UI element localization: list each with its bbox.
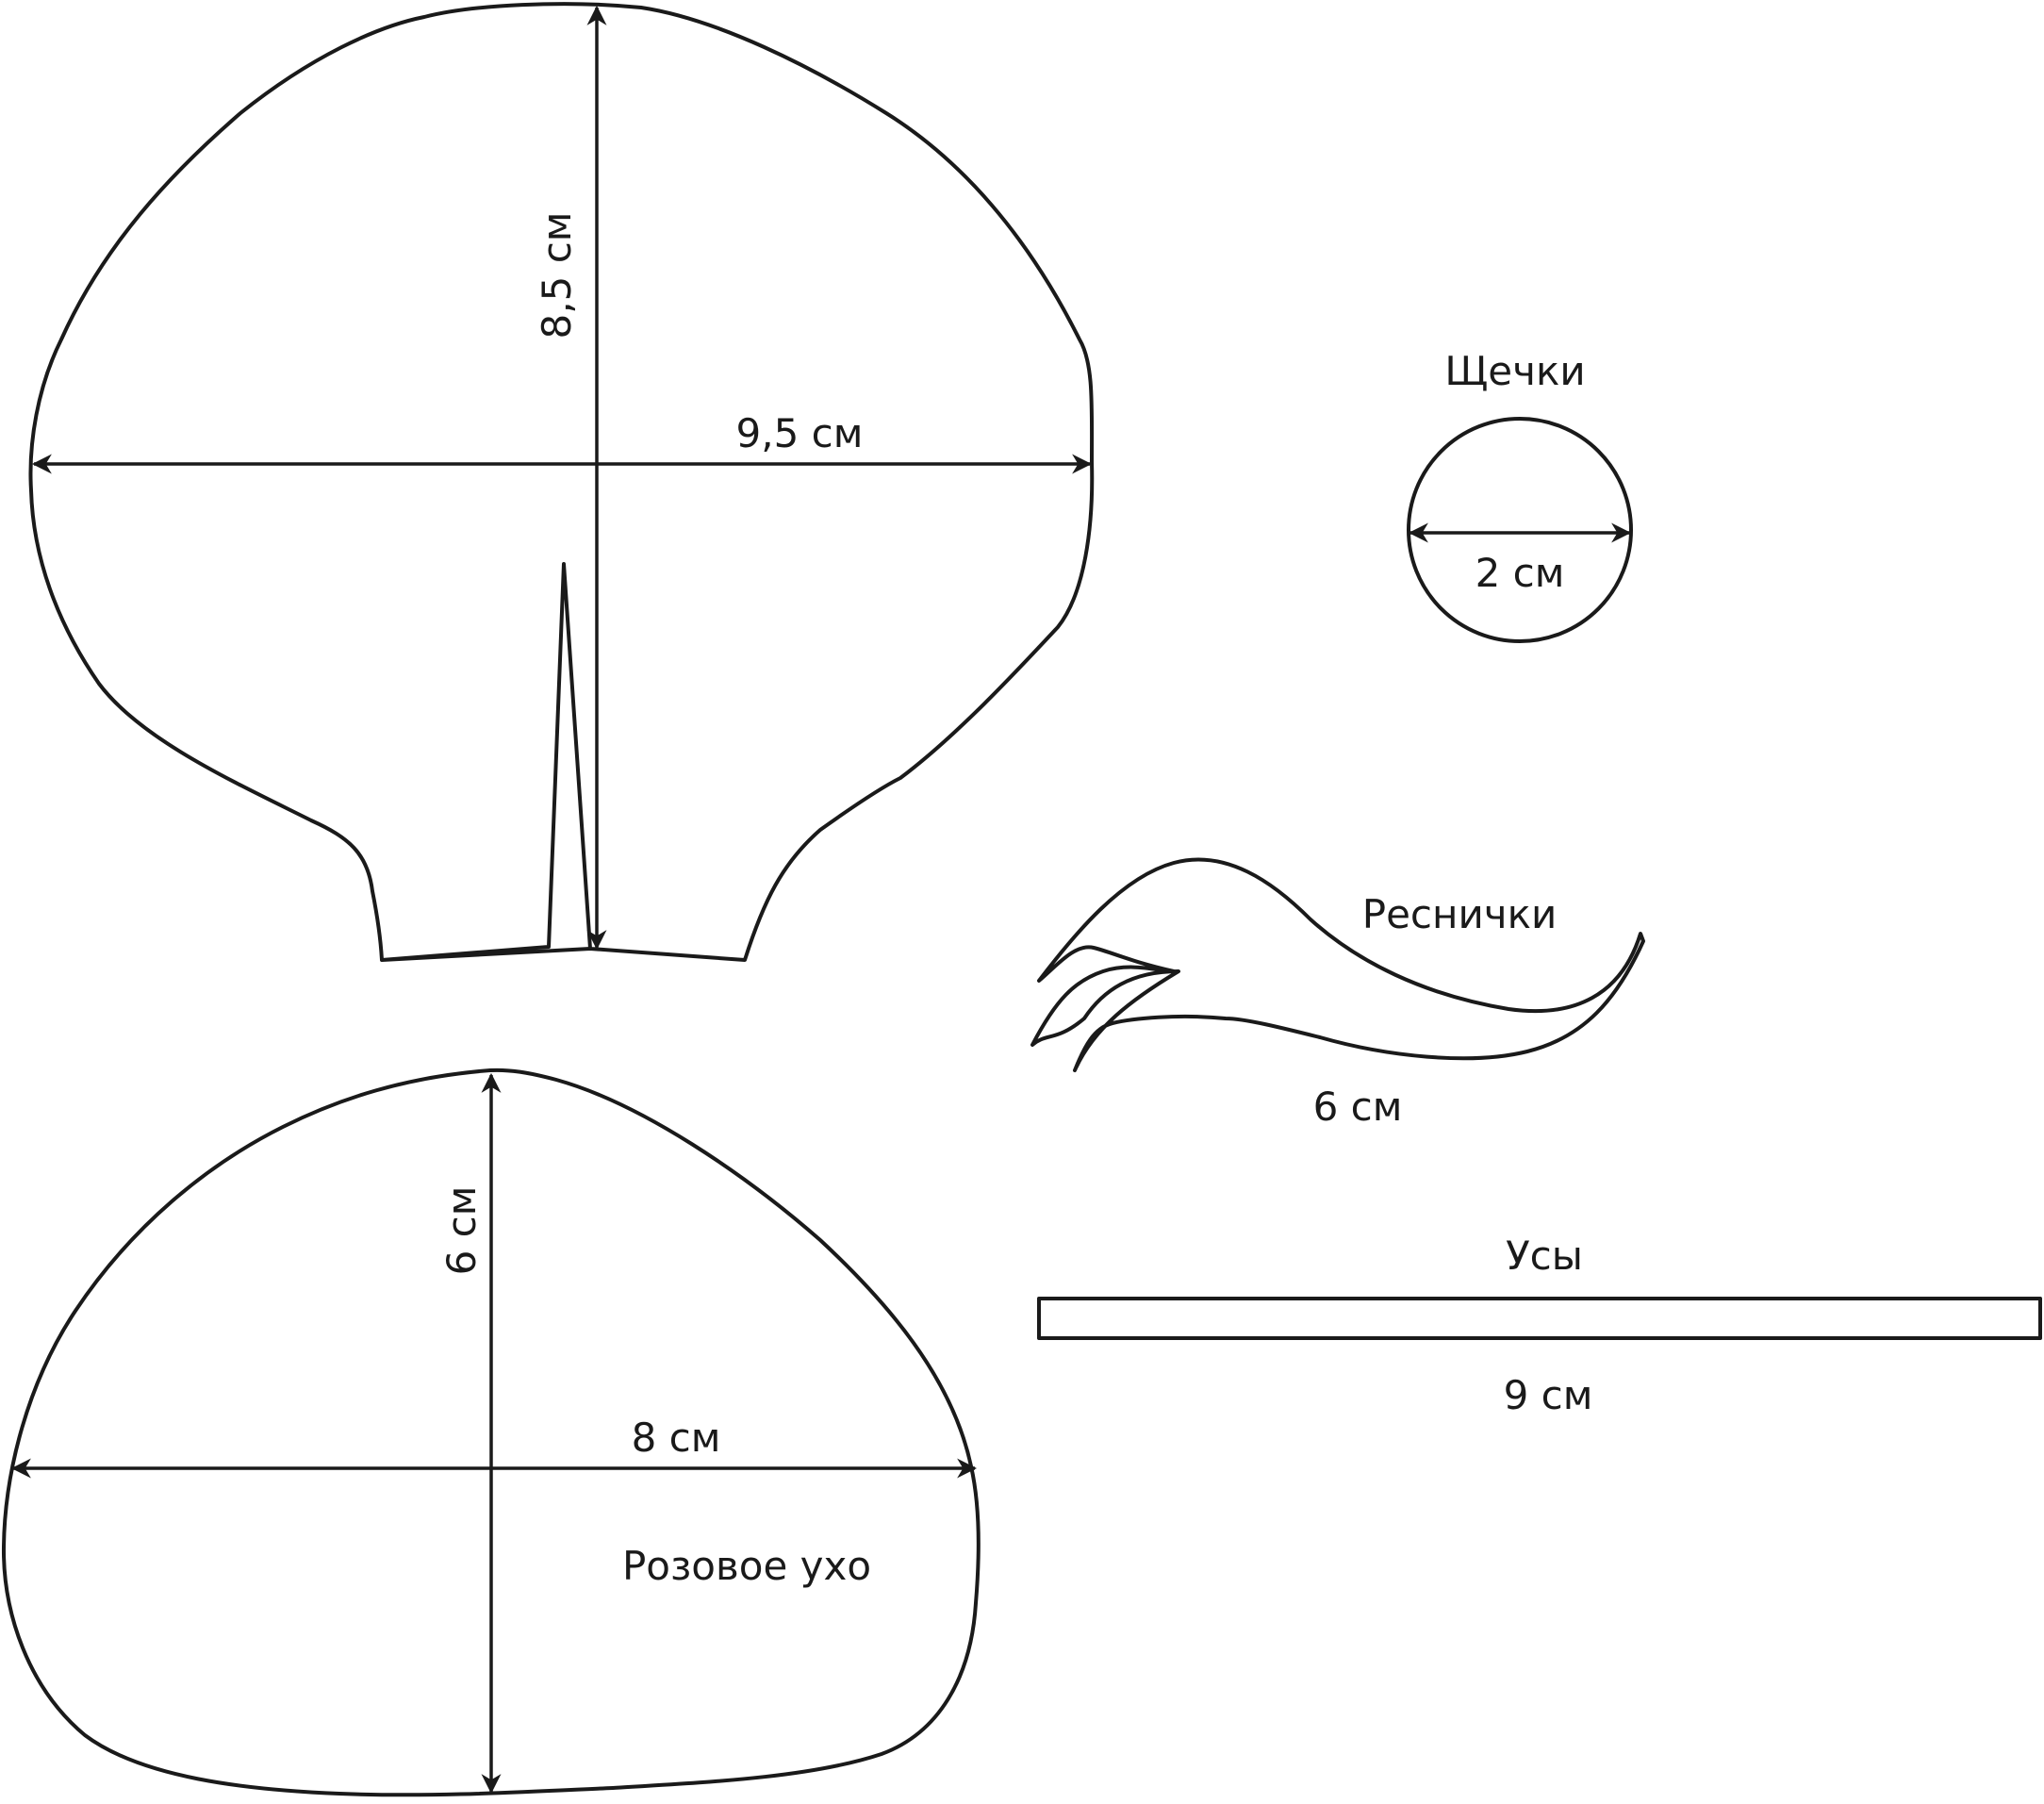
cheeks-title: Щечки [1444, 348, 1585, 394]
main-ear-height-label: 8,5 см [534, 212, 580, 339]
pink-ear-outline [1, 1068, 981, 1797]
pink-ear-piece: 6 см 8 см Розовое ухо [1, 1068, 981, 1797]
eyelashes-title: Реснички [1362, 891, 1558, 937]
pink-ear-width-label: 8 см [632, 1415, 721, 1461]
main-ear-piece: 8,5 см 9,5 см [28, 2, 1095, 962]
eyelashes-outline [1030, 857, 1645, 1072]
eyelashes-length-label: 6 см [1313, 1084, 1403, 1130]
eyelashes-piece: Реснички 6 см [1030, 857, 1645, 1130]
main-ear-outline [28, 2, 1095, 962]
whiskers-outline [1037, 1297, 2042, 1340]
whiskers-piece: Усы 9 см [1037, 1233, 2042, 1418]
pink-ear-title: Розовое ухо [622, 1543, 871, 1589]
cheeks-outline [1407, 417, 1633, 643]
main-ear-width-label: 9,5 см [736, 410, 864, 456]
whiskers-length-label: 9 см [1504, 1372, 1593, 1418]
pink-ear-height-label: 6 см [438, 1186, 485, 1276]
whiskers-title: Усы [1506, 1233, 1583, 1279]
cheeks-piece: Щечки 2 см [1407, 348, 1633, 643]
cheeks-diameter-label: 2 см [1475, 550, 1565, 596]
